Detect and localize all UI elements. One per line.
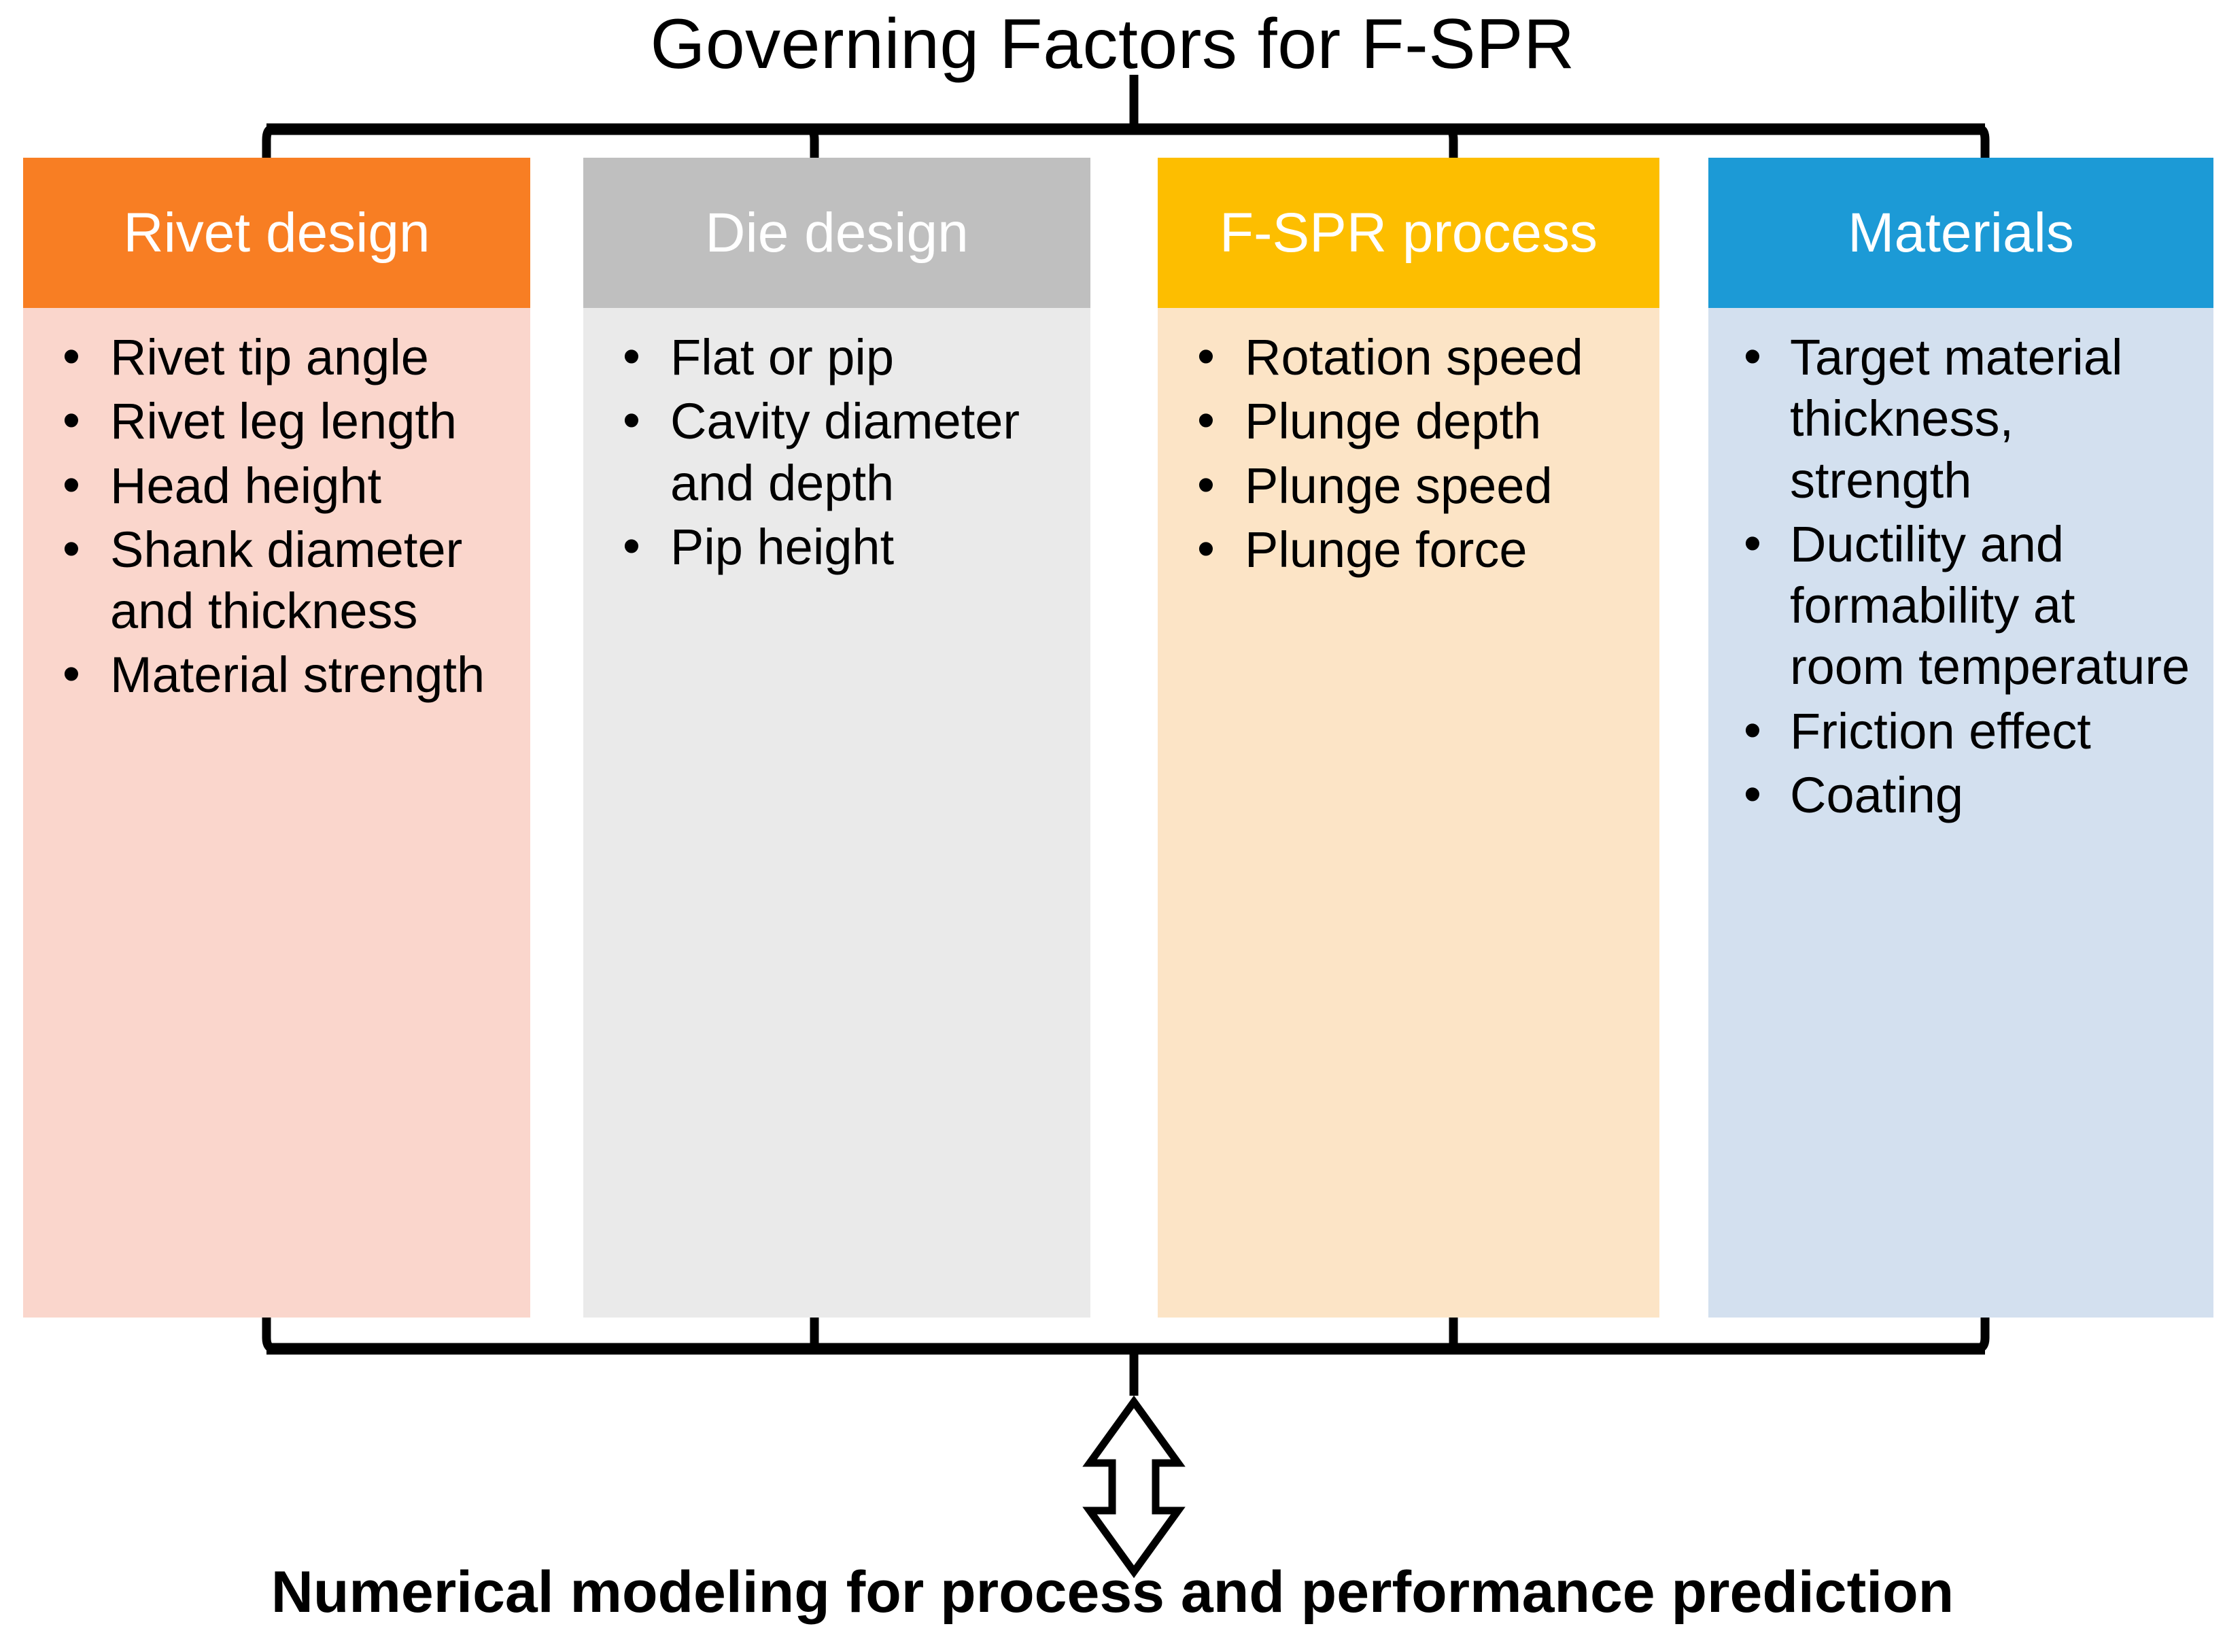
column-header-die-design: Die design (583, 158, 1090, 308)
bullet-list-fspr-process: Rotation speed Plunge depth Plunge speed… (1185, 326, 1646, 581)
bottom-leg-rivet (262, 1318, 275, 1354)
column-header-rivet-design: Rivet design (23, 158, 530, 308)
column-die-design: Die design Flat or pip Cavity diameter a… (583, 158, 1090, 1318)
column-body-die-design: Flat or pip Cavity diameter and depth Pi… (583, 308, 1090, 1318)
list-item: Coating (1736, 763, 2200, 826)
bottom-caption: Numerical modeling for process and perfo… (271, 1560, 1954, 1625)
double-headed-arrow-icon (1082, 1395, 1186, 1579)
top-leg-rivet (262, 124, 273, 158)
list-item: Cavity diameter and depth (610, 390, 1077, 514)
column-header-fspr-process: F-SPR process (1158, 158, 1659, 308)
top-leg-die (808, 124, 819, 158)
list-item: Pip height (610, 515, 1077, 578)
list-item: Plunge force (1185, 518, 1646, 581)
column-body-rivet-design: Rivet tip angle Rivet leg length Head he… (23, 308, 530, 1318)
list-item: Rivet leg length (50, 390, 517, 452)
list-item: Rivet tip angle (50, 326, 517, 388)
factor-columns: Rivet design Rivet tip angle Rivet leg l… (23, 158, 2213, 1318)
list-item: Ductility and formability at room temper… (1736, 513, 2200, 698)
column-header-materials: Materials (1708, 158, 2213, 308)
list-item: Target material thickness, strength (1736, 326, 2200, 511)
list-item: Plunge speed (1185, 454, 1646, 517)
list-item: Friction effect (1736, 700, 2200, 762)
top-leg-process (1447, 124, 1458, 158)
column-rivet-design: Rivet design Rivet tip angle Rivet leg l… (23, 158, 530, 1318)
list-item: Flat or pip (610, 326, 1077, 388)
top-leg-materials (1979, 124, 1990, 158)
bottom-leg-materials (1976, 1318, 1990, 1354)
list-item: Shank diameter and thickness (50, 518, 517, 642)
bullet-list-rivet-design: Rivet tip angle Rivet leg length Head he… (50, 326, 517, 706)
bullet-list-die-design: Flat or pip Cavity diameter and depth Pi… (610, 326, 1077, 578)
list-item: Head height (50, 454, 517, 517)
column-materials: Materials Target material thickness, str… (1708, 158, 2213, 1318)
list-item: Plunge depth (1185, 390, 1646, 452)
page-title: Governing Factors for F-SPR (650, 5, 1575, 84)
list-item: Material strength (50, 643, 517, 706)
column-fspr-process: F-SPR process Rotation speed Plunge dept… (1158, 158, 1659, 1318)
column-body-fspr-process: Rotation speed Plunge depth Plunge speed… (1158, 308, 1659, 1318)
list-item: Rotation speed (1185, 326, 1646, 388)
bullet-list-materials: Target material thickness, strength Duct… (1736, 326, 2200, 826)
column-body-materials: Target material thickness, strength Duct… (1708, 308, 2213, 1318)
